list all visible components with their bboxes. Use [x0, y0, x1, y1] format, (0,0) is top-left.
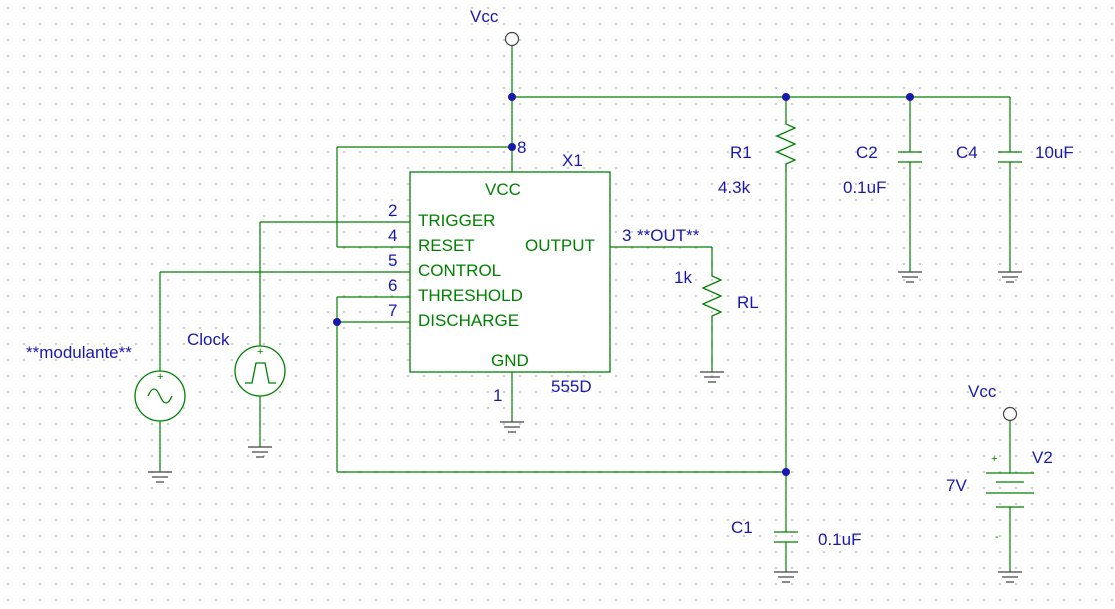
net-label-out: **OUT**	[637, 226, 700, 245]
resistor-icon[interactable]	[701, 272, 723, 322]
capacitor-c4[interactable]: C4 10uF	[956, 143, 1074, 163]
v2-ref: V2	[1032, 448, 1053, 467]
junction-dot	[782, 468, 790, 476]
ground-icon	[248, 446, 272, 458]
c4-ref: C4	[956, 143, 978, 162]
ground-icon	[998, 271, 1022, 283]
c4-value: 10uF	[1035, 143, 1074, 162]
pin-number-3: 3	[622, 226, 631, 245]
grounds	[148, 271, 1022, 583]
junction-dot	[508, 93, 516, 101]
vcc-label-top: Vcc	[470, 7, 499, 26]
junctions	[333, 93, 914, 476]
junction-dot	[333, 318, 341, 326]
resistor-rl[interactable]: 1k RL	[674, 268, 759, 322]
clock-label: Clock	[187, 330, 230, 349]
ground-icon	[774, 571, 798, 583]
resistor-icon[interactable]	[775, 120, 797, 172]
pin-number-2: 2	[388, 201, 397, 220]
c1-ref: C1	[731, 518, 753, 537]
ic-ref: X1	[562, 151, 583, 170]
ground-icon	[898, 271, 922, 283]
pin-number-8: 8	[517, 138, 526, 157]
capacitor-c1[interactable]: C1 0.1uF	[731, 518, 861, 549]
pin-number-7: 7	[388, 301, 397, 320]
pin-label-control: CONTROL	[418, 261, 501, 280]
pin-label-output: OUTPUT	[525, 236, 595, 255]
source-clock[interactable]: + Clock	[187, 330, 286, 397]
source-plus-sign: +	[257, 346, 263, 358]
pin-label-discharge: DISCHARGE	[418, 311, 519, 330]
r1-value: 4.3k	[718, 178, 751, 197]
rl-ref: RL	[737, 293, 759, 312]
pulse-wave-icon	[245, 362, 276, 384]
pin-label-reset: RESET	[418, 236, 475, 255]
c2-value: 0.1uF	[843, 178, 886, 197]
v2-value: 7V	[946, 476, 967, 495]
ic-body[interactable]	[409, 171, 611, 373]
rl-value: 1k	[674, 268, 692, 287]
source-modulante[interactable]: + **modulante**	[26, 343, 186, 422]
ground-icon	[700, 371, 724, 383]
wires	[159, 46, 1011, 572]
c1-value: 0.1uF	[818, 530, 861, 549]
pin-label-vcc: VCC	[485, 180, 521, 199]
pin-number-5: 5	[388, 251, 397, 270]
capacitor-c2[interactable]: C2 0.1uF	[843, 143, 922, 197]
pin-label-threshold: THRESHOLD	[418, 286, 523, 305]
ic-part: 555D	[551, 377, 592, 396]
source-plus-sign: +	[157, 371, 163, 383]
ground-icon	[500, 421, 524, 433]
junction-dot	[906, 93, 914, 101]
c2-ref: C2	[856, 143, 878, 162]
r1-ref: R1	[730, 143, 752, 162]
ground-icon	[148, 471, 172, 483]
pin-label-trigger: TRIGGER	[418, 211, 495, 230]
v2-minus: -	[995, 531, 999, 543]
junction-dot	[508, 143, 516, 151]
v2-plus: +	[991, 453, 997, 465]
pin-label-gnd: GND	[491, 351, 529, 370]
ic-555[interactable]: X1 555D VCC TRIGGER RESET CONTROL THRESH…	[388, 138, 631, 405]
pin-number-6: 6	[388, 276, 397, 295]
vcc-label-v2: Vcc	[968, 382, 997, 401]
pin-number-1: 1	[493, 386, 502, 405]
ground-icon	[998, 571, 1022, 583]
modulante-label: **modulante**	[26, 343, 132, 362]
junction-dot	[782, 93, 790, 101]
sine-wave-icon	[147, 388, 173, 404]
pin-number-4: 4	[388, 226, 397, 245]
vcc-terminal-icon[interactable]	[1002, 406, 1018, 422]
battery-v2[interactable]: + - V2 7V	[946, 448, 1053, 543]
vcc-terminal-icon[interactable]	[504, 31, 520, 47]
resistor-r1[interactable]: R1 4.3k	[718, 120, 797, 197]
